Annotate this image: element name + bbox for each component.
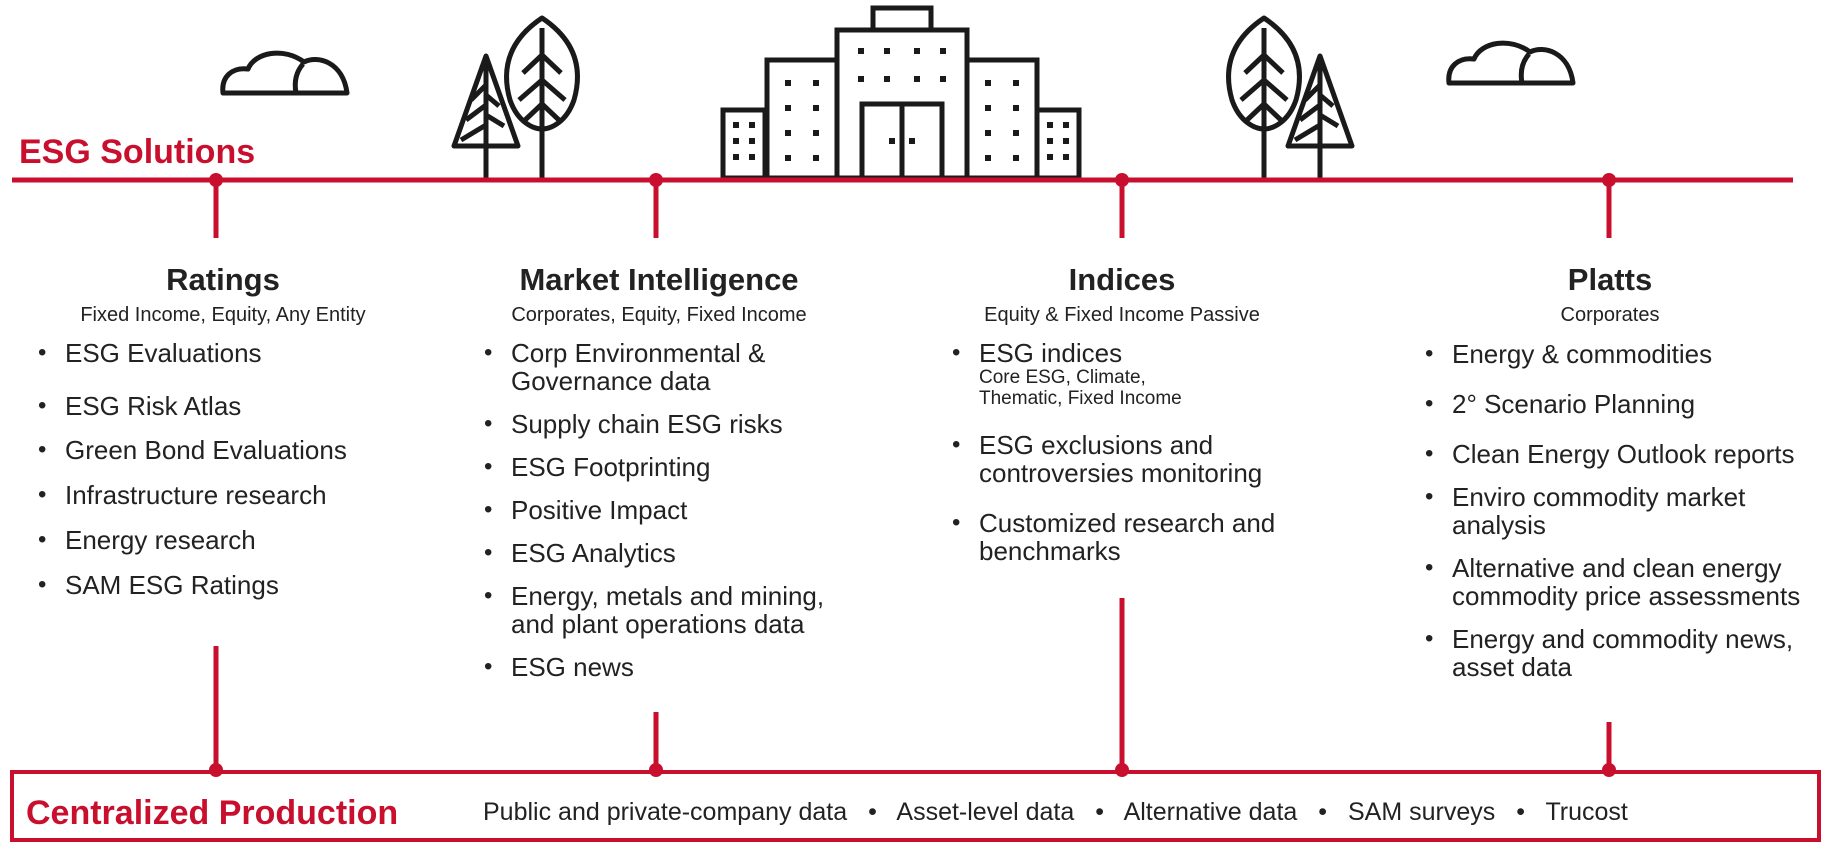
list-item: Energy and commodity news, asset data (1425, 625, 1837, 681)
item-text: Customized research and benchmarks (979, 508, 1276, 566)
production-box (10, 770, 1821, 842)
item-text: Clean Energy Outlook reports (1452, 439, 1795, 469)
item-text: ESG indices (979, 338, 1123, 368)
list-item: ESG Analytics (484, 539, 844, 567)
item-list: ESG Evaluations ESG Risk Atlas Green Bon… (38, 339, 408, 599)
timeline-dots (209, 173, 1616, 777)
production-separator: • (868, 798, 877, 826)
timeline-lines (12, 177, 1793, 770)
cloud-icon (1446, 40, 1576, 86)
production-item: Alternative data (1123, 798, 1298, 826)
list-item: Energy & commodities (1425, 340, 1835, 368)
list-item: ESG Evaluations (38, 339, 408, 367)
tree-icon (451, 15, 580, 178)
column-subtitle: Corporates (1560, 304, 1660, 326)
page-title: ESG Solutions (19, 133, 256, 171)
item-text: Positive Impact (511, 495, 688, 525)
item-text: Energy and commodity news, asset data (1452, 624, 1794, 682)
column-indices: Indices Equity & Fixed Income Passive ES… (952, 262, 1292, 565)
production-item: Trucost (1545, 798, 1628, 826)
production-separator: • (1318, 798, 1328, 826)
column-heading: Indices (1068, 262, 1176, 297)
column-ratings: Ratings Fixed Income, Equity, Any Entity… (38, 262, 408, 599)
item-text: Infrastructure research (65, 480, 327, 510)
column-subtitle: Equity & Fixed Income Passive (984, 304, 1260, 326)
column-subtitle: Corporates, Equity, Fixed Income (511, 304, 807, 326)
list-item: Positive Impact (484, 496, 844, 524)
item-text: ESG Evaluations (65, 338, 262, 368)
item-text: Supply chain ESG risks (511, 409, 783, 439)
item-text: ESG Footprinting (511, 452, 711, 482)
production-separator: • (1516, 798, 1525, 826)
item-text: ESG Analytics (511, 538, 676, 568)
item-text: Energy & commodities (1452, 339, 1713, 369)
production-list: Public and private-company data • Asset-… (483, 798, 1628, 827)
list-item: Alternative and clean energy commodity p… (1425, 554, 1837, 610)
item-text: Alternative and clean energy commodity p… (1452, 553, 1801, 611)
item-text: Enviro commodity market analysis (1452, 482, 1746, 540)
building-icon (720, 5, 1082, 181)
list-item: Infrastructure research (38, 481, 408, 509)
list-item: Green Bond Evaluations (38, 436, 408, 464)
item-text: 2° Scenario Planning (1452, 389, 1696, 419)
column-market-intelligence: Market Intelligence Corporates, Equity, … (484, 262, 834, 681)
building-windows (733, 48, 1069, 161)
production-title: Centralized Production (26, 794, 399, 832)
list-item: ESG exclusions and controversies monitor… (952, 431, 1292, 487)
item-text: SAM ESG Ratings (65, 570, 279, 600)
list-item: Supply chain ESG risks (484, 410, 844, 438)
tree-icon (1226, 15, 1355, 178)
list-item: ESG news (484, 653, 844, 681)
item-text: ESG exclusions and controversies monitor… (979, 430, 1263, 488)
list-item: ESG indices Core ESG, Climate, Thematic,… (952, 339, 1292, 409)
item-text: ESG news (511, 652, 634, 682)
cloud-icon (220, 50, 350, 96)
production-item: SAM surveys (1347, 798, 1496, 826)
list-item: Energy, metals and mining, and plant ope… (484, 582, 844, 638)
item-text: Energy, metals and mining, and plant ope… (511, 581, 825, 639)
list-item: 2° Scenario Planning (1425, 390, 1835, 418)
list-item: Energy research (38, 526, 408, 554)
column-subtitle: Fixed Income, Equity, Any Entity (80, 304, 366, 326)
item-text: Corp Environmental & Governance data (511, 338, 766, 396)
item-list: Corp Environmental & Governance data Sup… (484, 339, 844, 681)
column-heading: Ratings (166, 262, 280, 297)
column-heading: Market Intelligence (519, 262, 799, 297)
production-item: Asset-level data (896, 798, 1075, 826)
list-item: SAM ESG Ratings (38, 571, 408, 599)
list-item: ESG Footprinting (484, 453, 844, 481)
column-heading: Platts (1567, 262, 1653, 297)
item-subtext: Core ESG, Climate, Thematic, Fixed Incom… (979, 367, 1182, 409)
list-item: Clean Energy Outlook reports (1425, 440, 1835, 468)
list-item: Customized research and benchmarks (952, 509, 1292, 565)
list-item: Enviro commodity market analysis (1425, 483, 1792, 539)
item-text: Green Bond Evaluations (65, 435, 347, 465)
list-item: ESG Risk Atlas (38, 392, 408, 420)
item-text: Energy research (65, 525, 256, 555)
list-item: Corp Environmental & Governance data (484, 339, 844, 395)
production-separator: • (1095, 798, 1104, 826)
production-item: Public and private-company data (483, 798, 848, 826)
item-list: Energy & commodities 2° Scenario Plannin… (1425, 340, 1835, 681)
column-platts: Platts Corporates Energy & commodities 2… (1425, 262, 1835, 681)
item-list: ESG indices Core ESG, Climate, Thematic,… (952, 339, 1292, 565)
item-text: ESG Risk Atlas (65, 391, 242, 421)
